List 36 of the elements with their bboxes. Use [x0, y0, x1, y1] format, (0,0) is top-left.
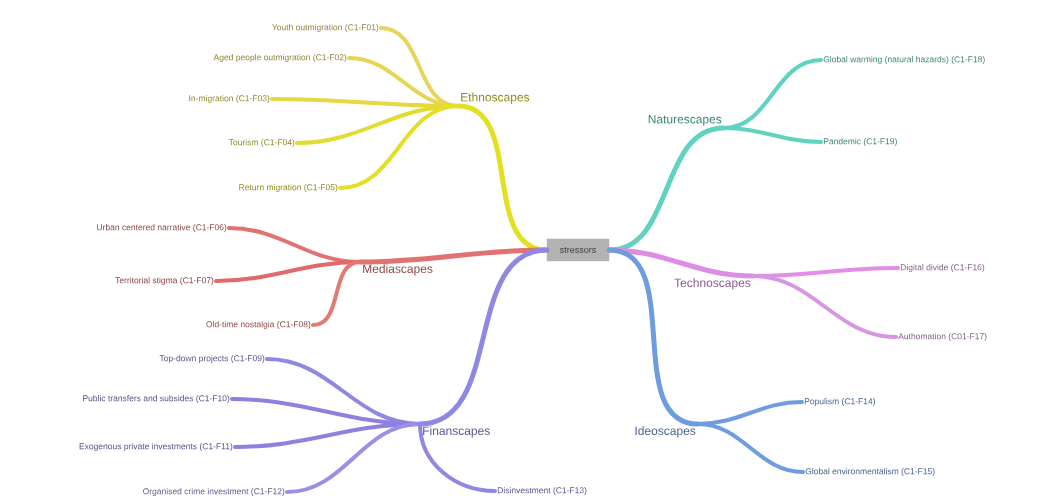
- leaf-label: Pandemic (C1-F19): [823, 138, 897, 146]
- leaf-label: Public transfers and subsides (C1-F10): [83, 395, 230, 403]
- branch-line: [311, 260, 362, 327]
- branch-line: [417, 247, 550, 427]
- leaf-label: Urban centered narrative (C1-F06): [97, 224, 227, 232]
- branch-line: [722, 126, 823, 144]
- branch-label: Mediascapes: [363, 264, 433, 276]
- root-box: stressors: [546, 238, 610, 262]
- leaf-label: Tourism (C1-F04): [228, 139, 295, 147]
- leaf-label: Global warming (natural hazards) (C1-F18): [823, 56, 985, 64]
- branch-label: Finanscapes: [423, 426, 490, 438]
- branch-line: [418, 422, 497, 493]
- leaf-label: Old-time nostalgia (C1-F08): [206, 321, 311, 329]
- leaf-label: Digital divide (C1-F16): [900, 264, 985, 272]
- branch-line: [338, 104, 460, 190]
- leaf-label: Territorial stigma (C1-F07): [115, 277, 214, 285]
- branch-line: [696, 422, 805, 474]
- leaf-label: Youth outmigration (C1-F01): [272, 24, 379, 32]
- branch-label: Technoscapes: [674, 278, 751, 290]
- branch-label: Ethnoscapes: [461, 92, 530, 104]
- branch-line: [606, 247, 756, 279]
- leaf-label: Aged people outmigration (C1-F02): [213, 54, 347, 62]
- leaf-label: Top-down projects (C1-F09): [159, 355, 265, 363]
- leaf-label: Global environmentalism (C1-F15): [805, 468, 935, 476]
- branch-line: [606, 247, 701, 427]
- branch-label: Ideoscapes: [635, 426, 696, 438]
- leaf-label: Exogenous private investments (C1-F11): [79, 443, 233, 451]
- branch-line: [357, 247, 550, 265]
- leaf-label: Return migration (C1-F05): [239, 184, 338, 192]
- branch-label: Naturescapes: [648, 115, 722, 126]
- branch-line: [751, 274, 898, 339]
- leaf-label: Disinvestment (C1-F13): [497, 487, 587, 495]
- leaf-label: Populism (C1-F14): [804, 398, 875, 406]
- leaf-label: In-migration (C1-F03): [189, 95, 270, 103]
- leaf-label: Authomation (C01-F17): [898, 333, 987, 341]
- leaf-label: Organised crime investment (C1-F12): [143, 488, 285, 496]
